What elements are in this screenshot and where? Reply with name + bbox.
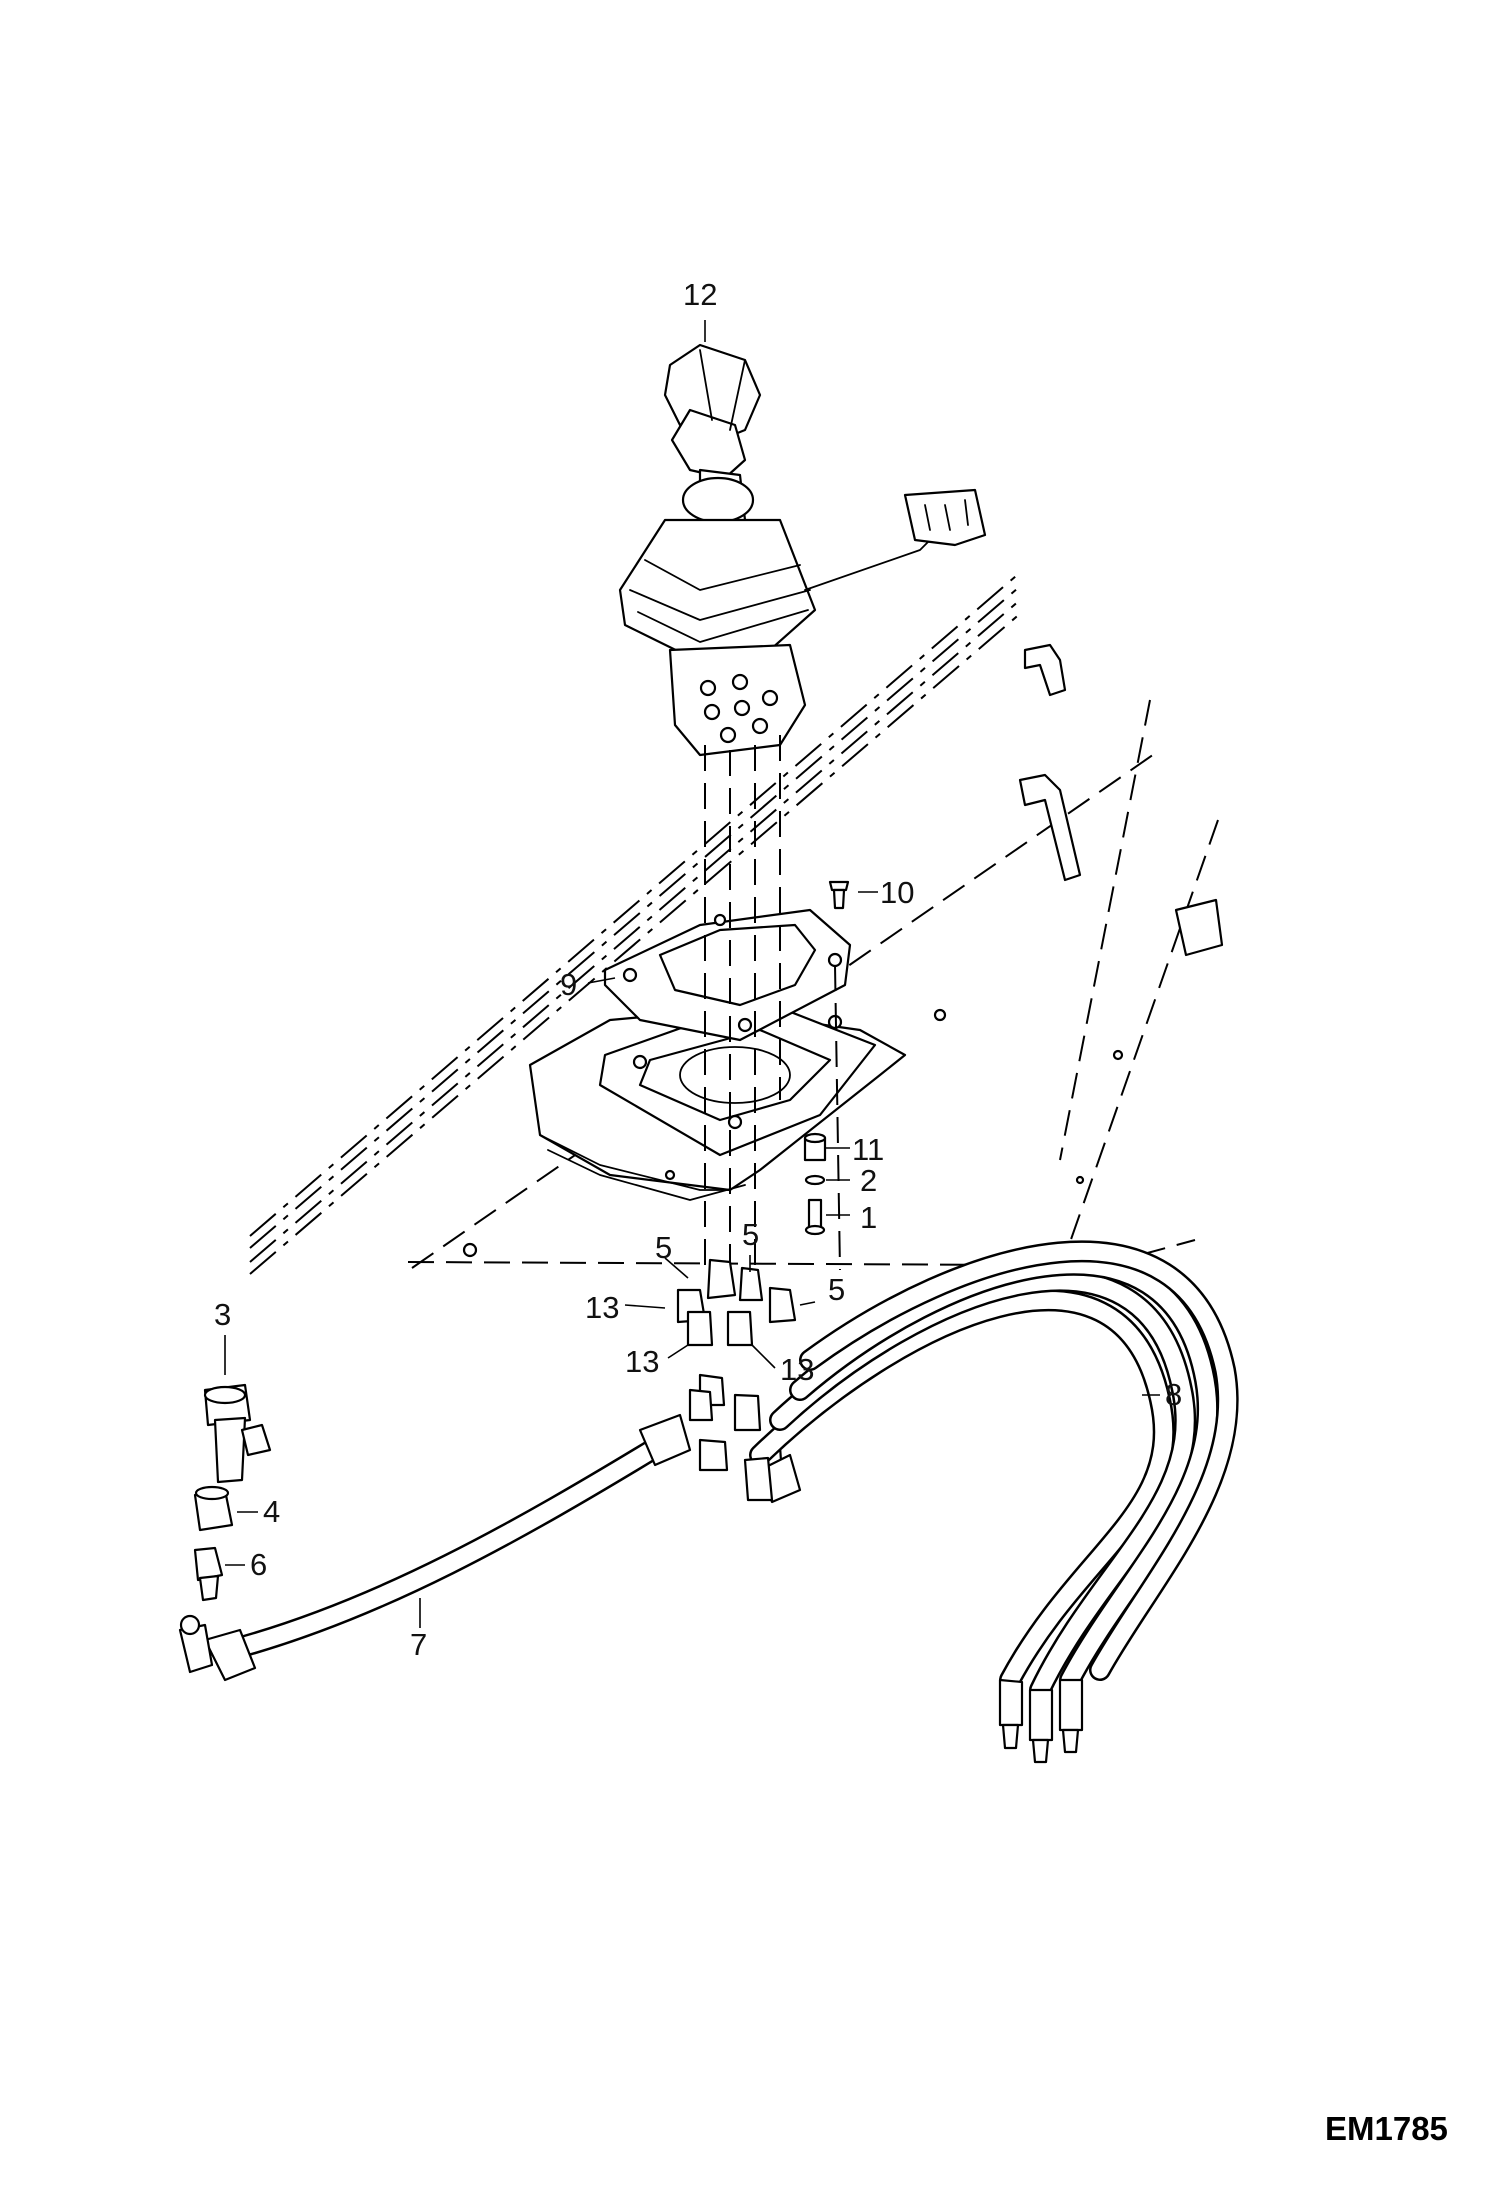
- callout-3: 3: [214, 1297, 231, 1332]
- callout-11: 11: [852, 1132, 884, 1167]
- base-plate: [598, 998, 877, 1157]
- callout-1: 1: [860, 1200, 877, 1235]
- callout-4: 4: [263, 1494, 280, 1529]
- part-11-spacer: [803, 1132, 827, 1162]
- callout-10: 10: [880, 875, 914, 910]
- part-9-plate: [603, 908, 852, 1042]
- callout-9: 9: [560, 967, 577, 1002]
- callout-12: 12: [683, 277, 717, 312]
- part-10-screw: [828, 880, 850, 910]
- part-12-joystick: [618, 343, 987, 757]
- part-8-hose-bundle: [743, 1240, 1239, 1764]
- leader-lines: [224, 320, 1160, 1628]
- part-4-nut: [193, 1485, 234, 1532]
- callout-5b: 5: [742, 1217, 759, 1252]
- part-2-washer: [804, 1174, 826, 1186]
- callout-5a: 5: [655, 1230, 672, 1265]
- callout-2: 2: [860, 1163, 877, 1198]
- fittings-cluster: [676, 1258, 797, 1478]
- callout-13b: 13: [625, 1344, 659, 1379]
- part-6-adapter: [193, 1546, 224, 1602]
- drawing-code: EM1785: [1325, 2110, 1448, 2147]
- callout-8: 8: [1165, 1377, 1182, 1412]
- part-3-tee-fitting: [203, 1383, 272, 1484]
- frame-brackets: [462, 643, 1224, 1258]
- callout-13a: 13: [585, 1290, 619, 1325]
- callout-labels: 12 10 9 11 2 1 5 5 5 13 13 13 3 4 6 7 8: [214, 277, 1182, 1662]
- alignment-lines: [704, 735, 841, 1271]
- frame-phantom-lines: [249, 575, 1219, 1286]
- part-1-bolt: [804, 1198, 826, 1236]
- callout-6: 6: [250, 1547, 267, 1582]
- callout-7: 7: [410, 1627, 427, 1662]
- callout-13c: 13: [780, 1352, 814, 1387]
- part-7-hose: [178, 1413, 692, 1682]
- callout-5c: 5: [828, 1272, 845, 1307]
